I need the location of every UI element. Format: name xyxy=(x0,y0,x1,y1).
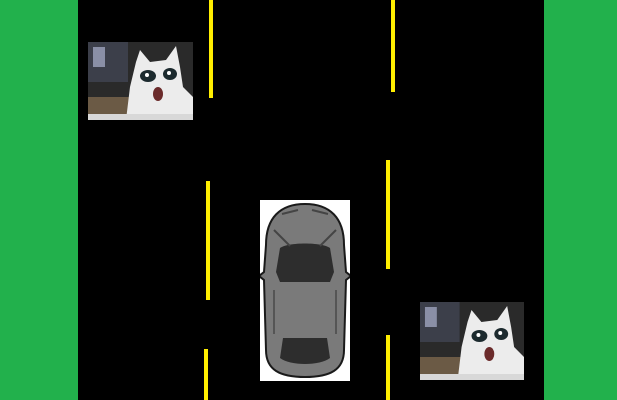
cat-obstacle-icon xyxy=(420,302,524,380)
lane-marking xyxy=(391,0,395,92)
right-grass-verge xyxy=(544,0,617,400)
left-grass-verge xyxy=(0,0,78,400)
lane-marking xyxy=(386,335,390,400)
lane-marking xyxy=(204,349,208,400)
lane-marking xyxy=(209,0,213,98)
lane-marking xyxy=(206,181,210,300)
cat-obstacle-icon xyxy=(88,42,193,120)
player-car-icon[interactable] xyxy=(260,200,350,381)
lane-marking xyxy=(386,160,390,269)
